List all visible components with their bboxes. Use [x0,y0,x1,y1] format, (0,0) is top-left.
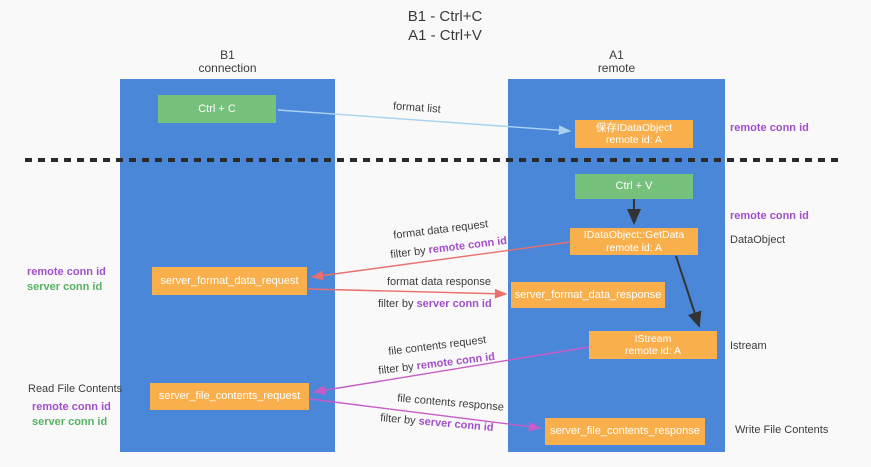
left-column-role: connection [198,61,257,75]
save-idataobject-node: 保存IDataObject remote id: A [575,120,693,148]
server-file-contents-response-label: server_file_contents_response [550,425,700,438]
filter-by-text: filter by [378,298,417,310]
getdata-line1: IDataObject::GetData [583,229,685,241]
left-column-name: B1 [220,48,235,62]
filter-by-text: filter by [389,244,430,262]
server-conn-id-left-label-mid: server conn id [27,281,103,293]
getdata-line2: remote id: A [605,241,663,254]
server-format-data-request-label: server_format_data_request [160,274,299,287]
ctrl-c-label: Ctrl + C [198,102,236,115]
title-line-2: A1 - Ctrl+V [408,27,482,44]
getdata-node: IDataObject::GetData remote id: A [570,228,698,255]
server-conn-id-text: server conn id [416,298,492,310]
istream-line2: remote id: A [624,345,682,357]
server-file-contents-response-node: server_file_contents_response [545,418,705,445]
remote-conn-id-left-label-bottom: remote conn id [32,401,111,413]
filter-by-text: filter by [379,412,420,428]
remote-conn-id-left-label-mid: remote conn id [27,266,106,278]
remote-conn-id-side-label-mid: remote conn id [730,210,809,222]
istream-node: IStream remote id: A [589,331,717,359]
right-column-name: A1 [609,48,624,62]
format-data-response-filter-label: filter by server conn id [378,298,492,310]
server-file-contents-request-node: server_file_contents_request [150,383,309,410]
title-line-1: B1 - Ctrl+C [407,8,483,25]
istream-side-label: Istream [730,340,767,352]
read-file-contents-label: Read File Contents [28,383,123,395]
file-contents-response-label: file contents response [396,392,505,414]
format-data-response-arrow [307,288,508,299]
server-conn-id-left-label-bottom: server conn id [32,416,108,428]
right-column-header: A1 remote [508,49,725,75]
remote-conn-id-text: remote conn id [415,350,496,373]
ctrl-v-node: Ctrl + V [575,174,693,199]
remote-conn-id-side-label-top: remote conn id [730,122,809,134]
server-conn-id-text: server conn id [418,415,495,434]
right-column-role: remote [597,61,636,75]
diagram-title: B1 - Ctrl+C A1 - Ctrl+V [295,7,595,45]
left-column-header: B1 connection [120,49,335,75]
filter-by-text: filter by [377,360,418,378]
server-format-data-response-node: server_format_data_response [511,282,665,308]
ctrl-v-label: Ctrl + V [615,180,653,193]
write-file-contents-label: Write File Contents [735,424,829,436]
format-list-label: format list [392,100,442,116]
istream-line1: IStream [634,332,672,345]
server-file-contents-request-label: server_file_contents_request [158,390,301,403]
ctrl-c-node: Ctrl + C [158,95,276,123]
phase-separator-dashed-line [25,158,838,162]
format-data-response-label: format data response [387,276,491,288]
file-contents-response-filter-label: filter by server conn id [380,412,494,434]
remote-conn-id-text: remote conn id [427,234,508,257]
save-idataobject-line1: 保存IDataObject [595,121,673,134]
server-format-data-request-node: server_format_data_request [152,267,307,295]
save-idataobject-line2: remote id: A [605,134,663,146]
dataobject-side-label: DataObject [730,234,786,246]
server-format-data-response-label: server_format_data_response [514,288,662,301]
